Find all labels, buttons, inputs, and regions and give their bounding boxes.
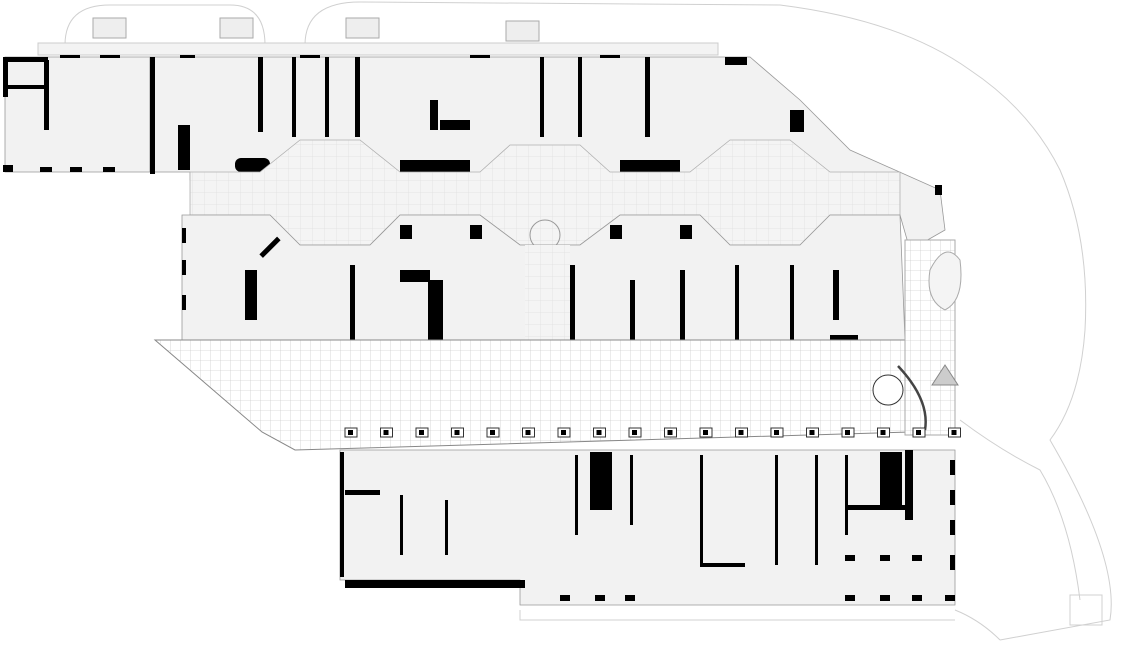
column-core [383,430,389,435]
column-row [344,427,961,438]
column-core [738,430,744,435]
round-feature [872,374,904,406]
column-core [561,430,566,435]
column-core [525,430,531,435]
column-core [632,430,637,435]
north-terrace [37,42,719,56]
column-core [703,430,708,435]
column-core [951,430,957,435]
south-wing [339,449,956,606]
stair-towers [92,17,540,42]
column-core [916,430,921,435]
planter [928,251,962,311]
column-core [454,430,460,435]
column-core [880,430,886,435]
column-core [419,430,424,435]
middle-wing [181,214,906,345]
curved-ramp [897,365,927,431]
plaza [153,339,911,451]
site-outline [64,1,1112,641]
central-gallery [189,139,901,246]
column-core [774,430,779,435]
column-core [845,430,850,435]
column-core [596,430,602,435]
column-core [809,430,815,435]
column-core [667,430,673,435]
column-core [348,430,353,435]
sculpture [931,364,959,386]
column-core [490,430,495,435]
